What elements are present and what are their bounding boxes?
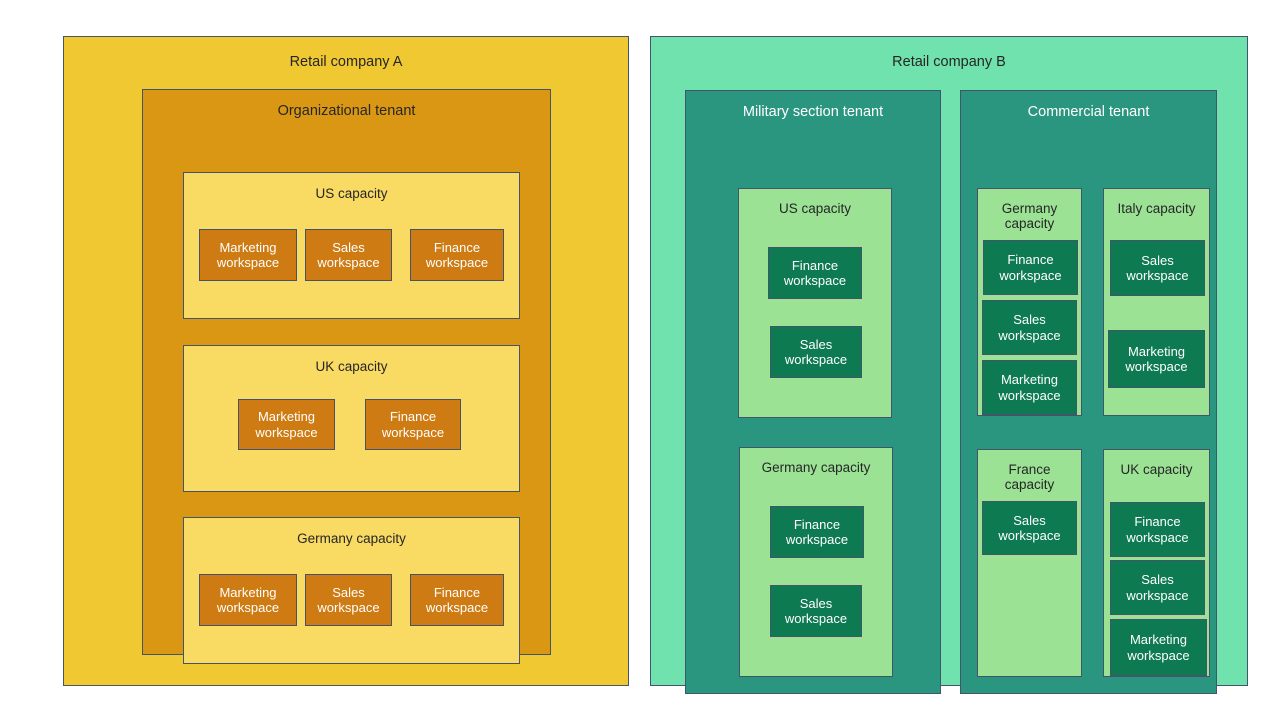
workspace-marketing[interactable]: Marketing workspace <box>982 360 1077 415</box>
capacity-italy-title: Italy capacity <box>1117 201 1196 216</box>
tenant-military-container[interactable]: Military section tenant US capacity Fina… <box>685 90 941 694</box>
workspace-finance[interactable]: Finance workspace <box>770 506 864 558</box>
capacity-germany-a-title: Germany capacity <box>297 531 406 546</box>
tenant-military-title: Military section tenant <box>742 104 884 120</box>
capacity-france-title: France capacity <box>1004 462 1055 493</box>
capacity-uk-a-container[interactable]: UK capacity Marketing workspace Finance … <box>183 345 520 492</box>
workspace-marketing[interactable]: Marketing workspace <box>1110 619 1207 676</box>
workspace-finance[interactable]: Finance workspace <box>768 247 862 299</box>
workspace-marketing[interactable]: Marketing workspace <box>1108 330 1205 388</box>
tenant-organizational-container[interactable]: Organizational tenant US capacity Market… <box>142 89 551 664</box>
capacity-germany-commercial-container[interactable]: Germany capacity Finance workspace Sales… <box>977 188 1082 416</box>
capacity-us-a-title: US capacity <box>315 186 388 201</box>
capacity-uk-b-title: UK capacity <box>1120 462 1193 477</box>
capacity-us-b-title: US capacity <box>778 201 852 216</box>
capacity-italy-container[interactable]: Italy capacity Sales workspace Marketing… <box>1103 188 1210 416</box>
capacity-germany-b-container[interactable]: Germany capacity Finance workspace Sales… <box>739 447 893 677</box>
capacity-germany-a-container[interactable]: Germany capacity Marketing workspace Sal… <box>183 517 520 664</box>
capacity-germany-commercial-title: Germany capacity <box>1001 201 1058 232</box>
workspace-marketing[interactable]: Marketing workspace <box>238 399 335 450</box>
capacity-uk-b-container[interactable]: UK capacity Finance workspace Sales work… <box>1103 449 1210 677</box>
tenant-commercial-title: Commercial tenant <box>1027 104 1150 120</box>
company-b-container[interactable]: Retail company B Military section tenant… <box>650 36 1248 694</box>
workspace-sales[interactable]: Sales workspace <box>982 501 1077 555</box>
company-b-title: Retail company B <box>892 54 1006 70</box>
tenant-commercial-container[interactable]: Commercial tenant Germany capacity Finan… <box>960 90 1217 694</box>
workspace-marketing[interactable]: Marketing workspace <box>199 574 297 626</box>
workspace-marketing[interactable]: Marketing workspace <box>199 229 297 281</box>
workspace-sales[interactable]: Sales workspace <box>305 229 392 281</box>
tenant-organizational-title: Organizational tenant <box>277 103 416 119</box>
capacity-france-container[interactable]: France capacity Sales workspace <box>977 449 1082 677</box>
company-a-title: Retail company A <box>289 54 403 70</box>
workspace-sales[interactable]: Sales workspace <box>982 300 1077 355</box>
capacity-germany-b-title: Germany capacity <box>761 460 871 475</box>
workspace-finance[interactable]: Finance workspace <box>1110 502 1205 557</box>
capacity-uk-a-title: UK capacity <box>315 359 388 374</box>
workspace-finance[interactable]: Finance workspace <box>410 574 504 626</box>
workspace-sales[interactable]: Sales workspace <box>770 326 862 378</box>
workspace-sales[interactable]: Sales workspace <box>1110 560 1205 615</box>
capacity-us-a-container[interactable]: US capacity Marketing workspace Sales wo… <box>183 172 520 319</box>
workspace-finance[interactable]: Finance workspace <box>983 240 1078 295</box>
workspace-finance[interactable]: Finance workspace <box>410 229 504 281</box>
workspace-sales[interactable]: Sales workspace <box>770 585 862 637</box>
workspace-sales[interactable]: Sales workspace <box>1110 240 1205 296</box>
workspace-sales[interactable]: Sales workspace <box>305 574 392 626</box>
workspace-finance[interactable]: Finance workspace <box>365 399 461 450</box>
company-a-container[interactable]: Retail company A Organizational tenant U… <box>63 36 629 686</box>
capacity-us-b-container[interactable]: US capacity Finance workspace Sales work… <box>738 188 892 418</box>
